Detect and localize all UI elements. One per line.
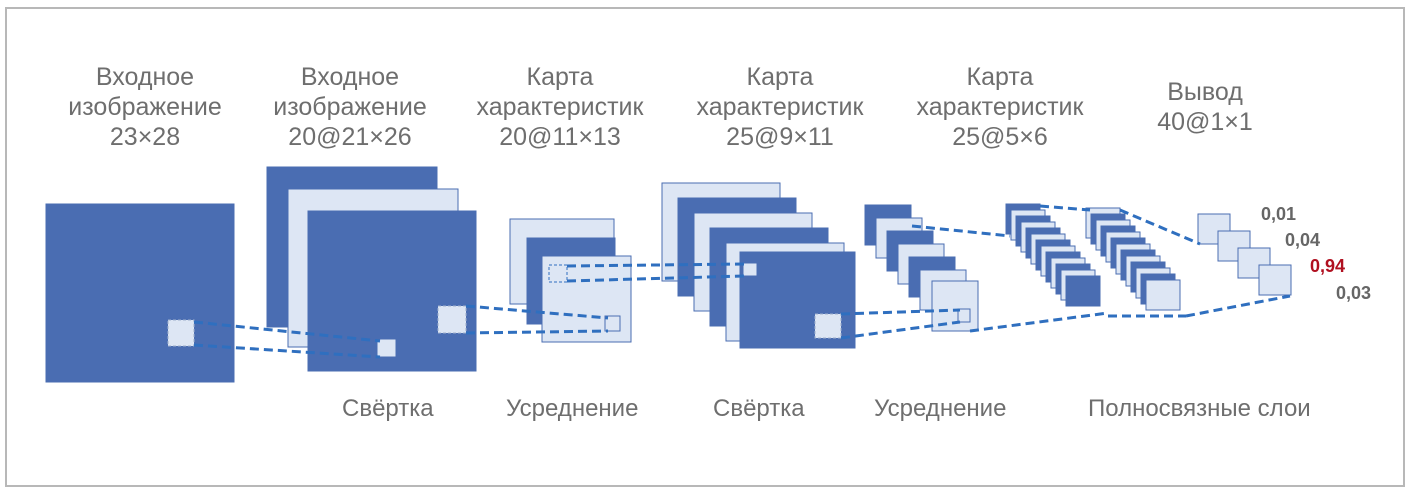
op-conv-b: Свёртка <box>713 395 805 422</box>
input-receptive-field <box>167 319 195 347</box>
op-conv-a: Свёртка <box>342 395 434 422</box>
conv1-unit <box>376 338 397 358</box>
label-pool2: Карта характеристик 25@5×6 <box>895 62 1105 152</box>
connection-lines <box>193 204 1291 359</box>
op-pool-a: Усреднение <box>506 395 639 422</box>
label-input-line2: изображение <box>68 93 222 121</box>
output-value-2: 0,04 <box>1285 230 1321 250</box>
output-unit-4 <box>1258 264 1292 296</box>
link-fc2-output-top <box>1119 208 1201 246</box>
label-output: Вывод 40@1×1 <box>1125 77 1285 137</box>
label-conv2-line1: Карта <box>746 63 814 91</box>
label-pool2-line2: характеристик <box>916 93 1084 121</box>
output-value-3: 0,94 <box>1310 256 1346 276</box>
label-pool2-line1: Карта <box>966 63 1034 91</box>
shapes-layer <box>45 166 1292 383</box>
label-pool1-line1: Карта <box>526 63 594 91</box>
link-conv1-pool1-bottom <box>465 329 609 335</box>
op-pool-b: Усреднение <box>874 395 1007 422</box>
label-input: Входное изображение 23×28 <box>45 62 245 152</box>
output-value-1: 0,01 <box>1261 204 1297 224</box>
conv1-pool-window <box>437 305 467 334</box>
link-fc1-fc2-top <box>1039 204 1091 212</box>
output-value-4: 0,03 <box>1336 283 1372 303</box>
label-conv1-line3: 20@21×26 <box>288 123 412 151</box>
pool1-unit <box>604 315 621 332</box>
input-image <box>45 203 235 383</box>
label-conv2-line2: характеристик <box>696 93 864 121</box>
link-fc2-output-bottom <box>1185 294 1291 318</box>
link-pool2-fc1-top <box>911 224 1011 238</box>
link-conv1-pool1-top <box>465 304 609 320</box>
link-input-conv1-top <box>193 320 381 343</box>
label-pool1: Карта характеристик 20@11×13 <box>455 62 665 152</box>
link-pool1-conv2-top <box>566 262 745 268</box>
label-pool2-line3: 25@5×6 <box>952 123 1048 151</box>
label-output-line2: 40@1×1 <box>1157 108 1253 136</box>
label-conv2-line3: 25@9×11 <box>726 123 834 151</box>
pool2-unit <box>957 308 971 323</box>
label-conv1-line1: Входное <box>300 63 400 91</box>
fc1-unit-13 <box>1065 275 1101 307</box>
label-pool1-line3: 20@11×13 <box>499 123 621 151</box>
op-fc: Полносвязные слои <box>1088 395 1311 422</box>
pool1-kernel-window <box>548 264 568 283</box>
label-conv1: Входное изображение 20@21×26 <box>250 62 450 152</box>
label-conv1-line2: изображение <box>273 93 427 121</box>
label-input-line1: Входное <box>95 63 195 91</box>
link-pool1-conv2-bottom <box>566 274 745 283</box>
link-conv2-pool2-bottom <box>840 320 961 340</box>
label-conv2: Карта характеристик 25@9×11 <box>675 62 885 152</box>
label-input-line3: 23×28 <box>109 123 181 151</box>
conv2-pool-window <box>814 313 842 339</box>
link-input-conv1-bottom <box>193 343 381 359</box>
label-pool1-line2: характеристик <box>476 93 644 121</box>
diagram-frame <box>5 7 1405 487</box>
link-pool2-fc1-bottom <box>969 311 1109 333</box>
label-output-line1: Вывод <box>1167 78 1243 106</box>
conv2-unit <box>742 262 758 277</box>
link-conv2-pool2-top <box>840 308 961 316</box>
fc2-unit-13 <box>1145 279 1181 311</box>
